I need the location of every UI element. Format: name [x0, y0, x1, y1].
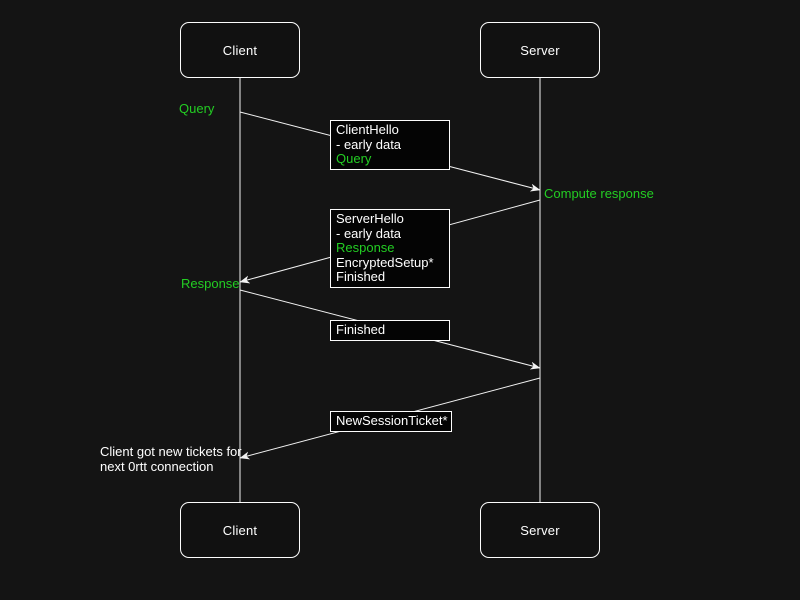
- message-line: - early data: [336, 136, 402, 152]
- note-line: next 0rtt connection: [100, 459, 214, 474]
- message-box-new-session-ticket: NewSessionTicket*: [330, 411, 452, 432]
- message-line: EncryptedSetup*: [336, 254, 434, 270]
- message-box-server-hello: ServerHello - early data Response Encryp…: [330, 209, 450, 288]
- actor-client-bottom: Client: [180, 502, 300, 558]
- message-box-finished: Finished: [330, 320, 450, 341]
- actor-client-bottom-label: Client: [222, 522, 258, 538]
- message-line: NewSessionTicket*: [336, 413, 448, 428]
- message-line: - early data: [336, 225, 402, 241]
- actor-server-bottom-label: Server: [520, 522, 560, 538]
- message-line: ClientHello: [336, 122, 399, 137]
- actor-client-top: Client: [180, 22, 300, 78]
- message-line: ServerHello: [336, 211, 404, 226]
- message-line: Finished: [336, 269, 386, 284]
- message-line: Finished: [336, 322, 386, 337]
- message-line: Response: [336, 240, 395, 255]
- note-new-tickets: Client got new tickets for next 0rtt con…: [100, 444, 242, 474]
- actor-server-top: Server: [480, 22, 600, 78]
- actor-server-top-label: Server: [520, 42, 560, 58]
- actor-client-top-label: Client: [222, 42, 258, 58]
- note-line: Client got new tickets for: [100, 444, 242, 459]
- label-compute-response: Compute response: [544, 186, 654, 201]
- actor-server-bottom: Server: [480, 502, 600, 558]
- label-query: Query: [179, 101, 215, 116]
- message-line: Query: [336, 151, 372, 166]
- label-response: Response: [181, 276, 240, 291]
- message-box-client-hello: ClientHello - early data Query: [330, 120, 450, 170]
